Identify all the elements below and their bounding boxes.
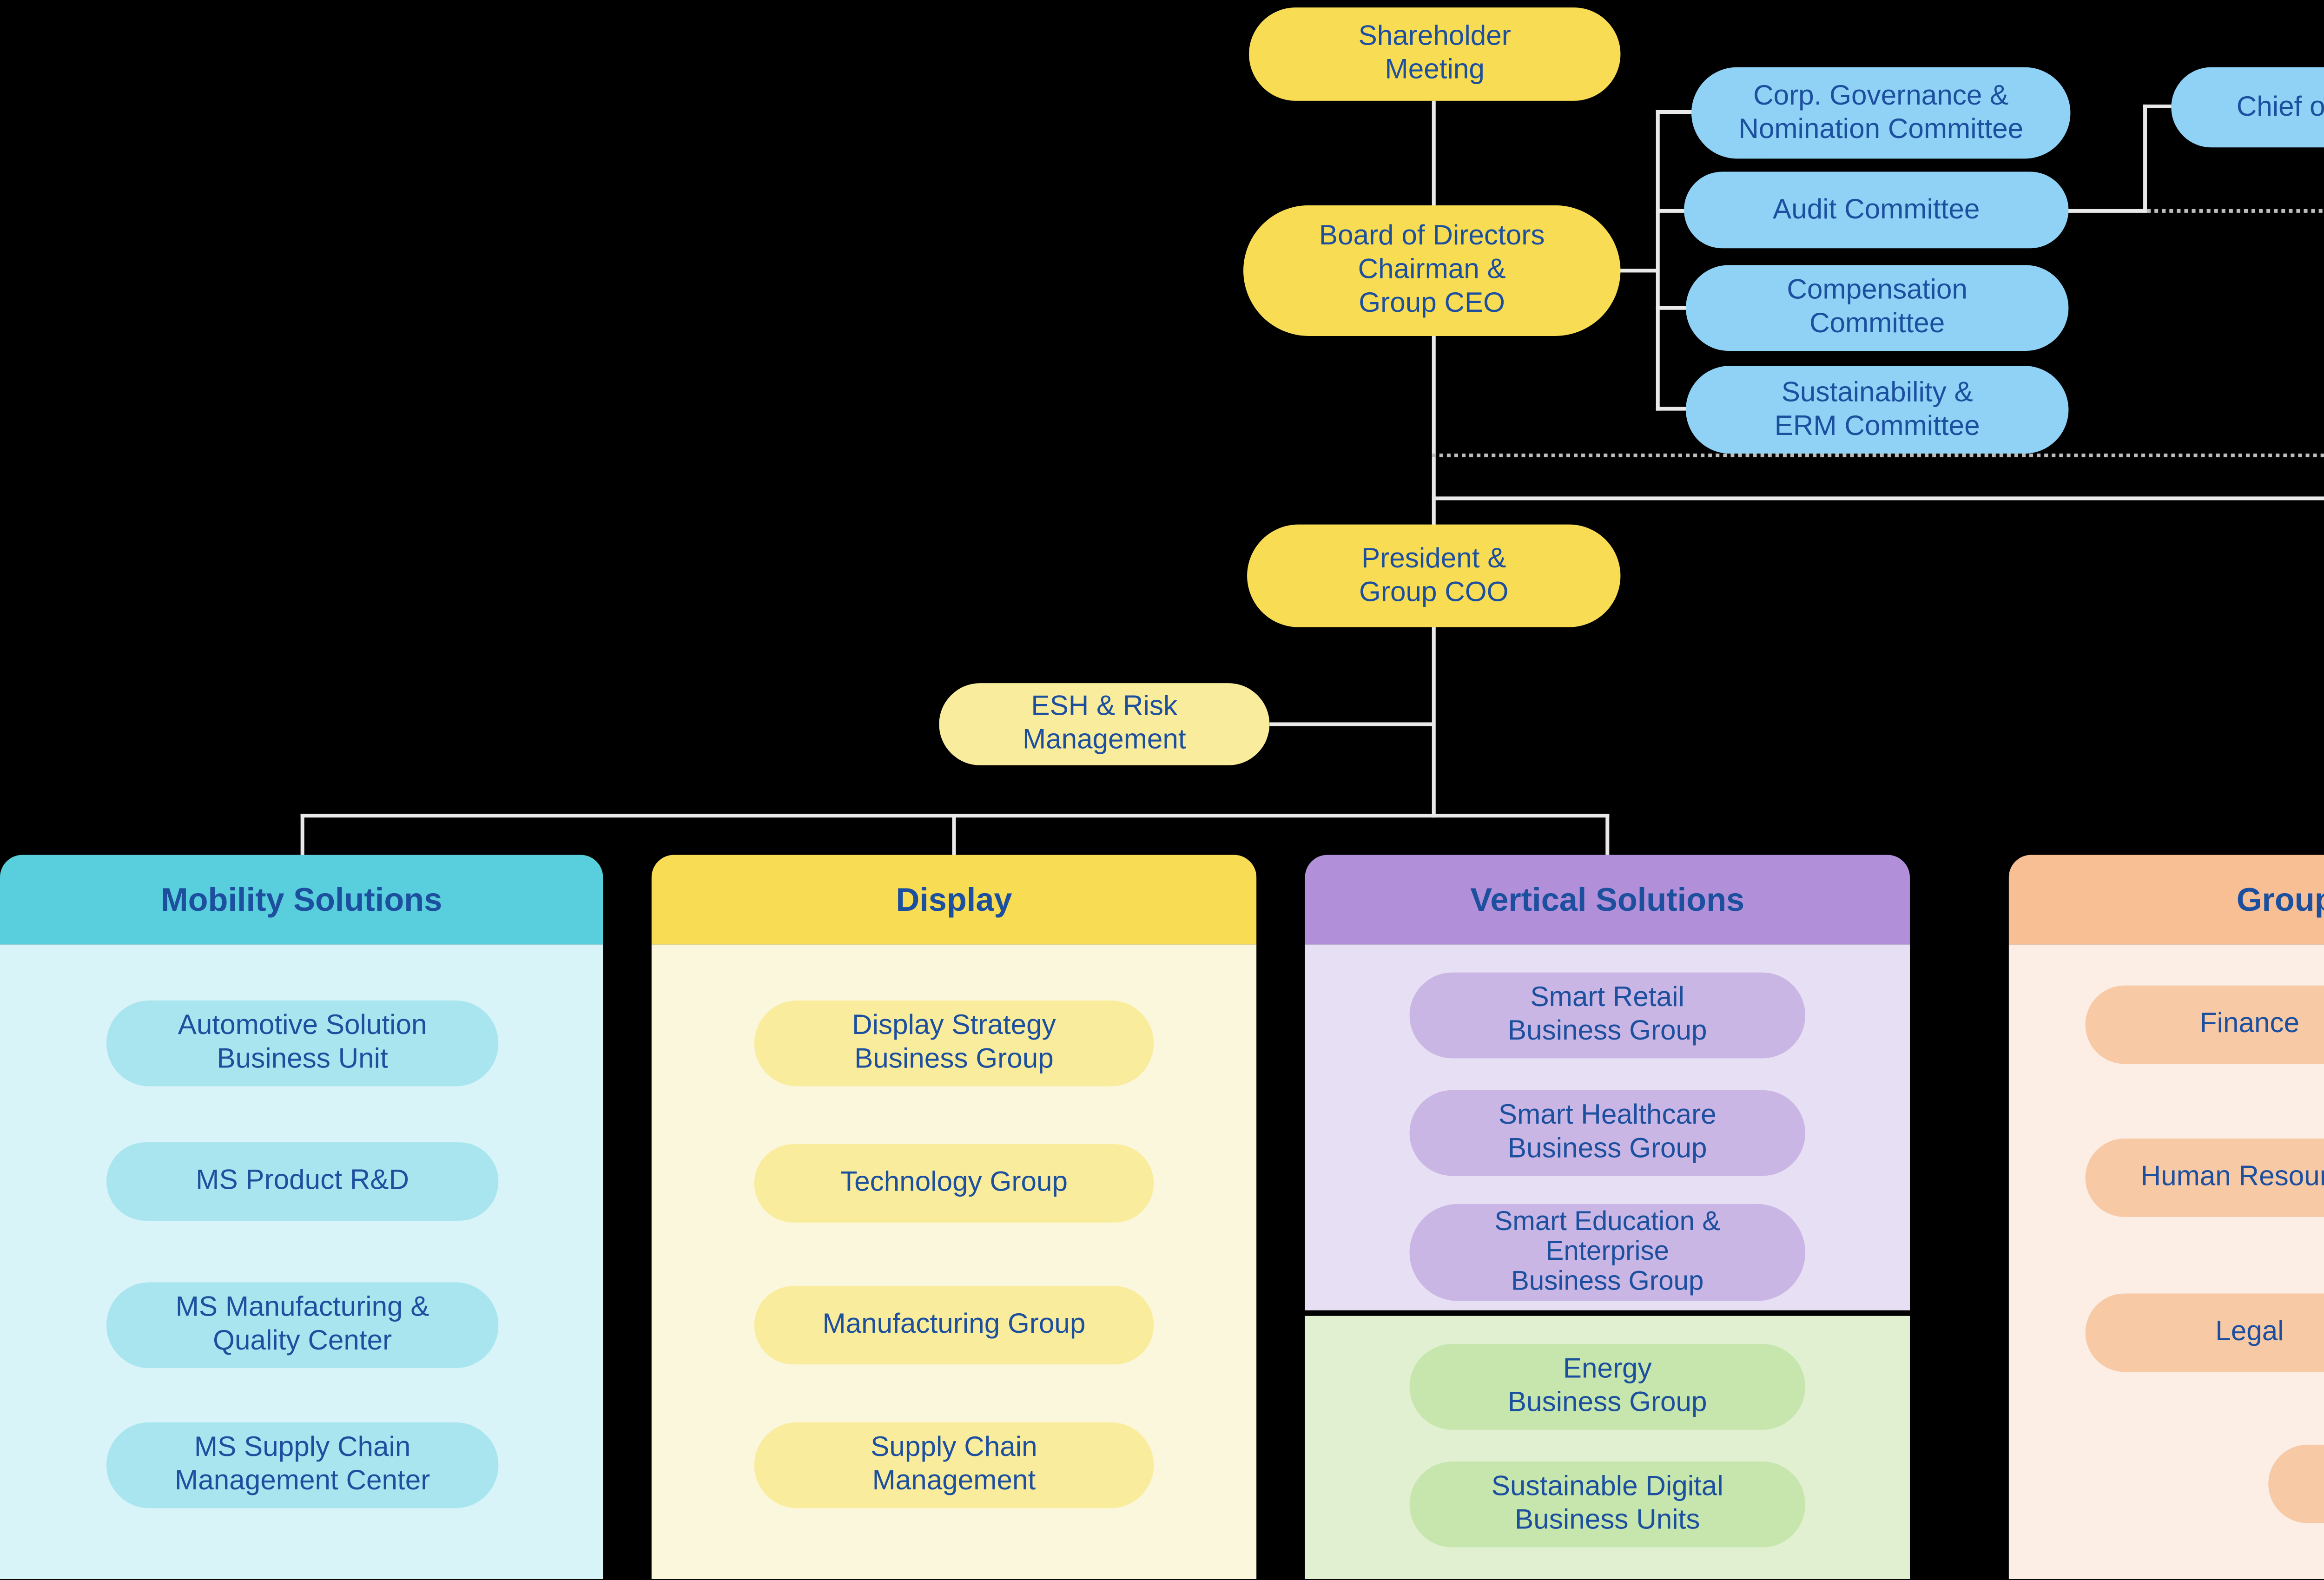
vertical-header: Vertical Solutions [1305,855,1910,945]
infrastructure-item-human-resource: Human Resource [2085,1139,2324,1217]
connector-stub-corpgov [1656,110,1694,114]
display-item: Technology Group [754,1144,1154,1223]
node-president-coo: President & Group COO [1247,524,1621,627]
connector-stub-vertical [1605,814,1610,857]
connector-stub-audit [1656,209,1686,213]
node-esh-risk-management: ESH & Risk Management [939,683,1270,765]
connector-audit-compliance-h [2067,209,2146,213]
vertical-item: Smart Education & Enterprise Business Gr… [1409,1204,1806,1301]
connector-shareholder-board [1432,100,1436,207]
vertical-item: Smart Healthcare Business Group [1409,1090,1806,1176]
committee-compensation: Compensation Committee [1685,265,2069,351]
connector-branch-infrastructure-h [1432,496,2324,500]
node-chief-of-compliance: Chief of Compliance [2171,67,2324,148]
connector-esh [1269,722,1434,726]
node-shareholder-meeting: Shareholder Meeting [1249,7,1621,101]
infrastructure-item-legal: Legal [2085,1293,2324,1372]
connector-stub-mobility [300,814,304,857]
node-board-of-directors: Board of Directors Chairman & Group CEO [1243,205,1621,336]
dotted-audit-to-edge [2147,209,2324,213]
connector-board-president [1432,336,1436,527]
display-item: Manufacturing Group [754,1286,1154,1365]
vertical-item: Smart Retail Business Group [1409,972,1806,1059]
connector-compliance-stub [2143,104,2173,108]
mobility-item: MS Supply Chain Management Center [106,1422,499,1508]
display-item: Display Strategy Business Group [754,1000,1154,1086]
connector-committee-bracket [1656,110,1660,411]
mobility-item: Automotive Solution Business Unit [106,1000,499,1086]
infrastructure-header: Group Infrastructure Unit [2008,855,2324,945]
infrastructure-item-finance: Finance [2085,985,2324,1064]
display-header: Display [651,855,1257,945]
mobility-item: MS Manufacturing & Quality Center [106,1282,499,1369]
mobility-item: MS Product R&D [106,1142,499,1221]
connector-stub-sustainability [1656,407,1688,411]
dotted-compliance-to-center [1432,454,2324,458]
committee-corp-governance: Corp. Governance & Nomination Committee [1691,67,2071,159]
committee-sustainability-erm: Sustainability & ERM Committee [1685,366,2069,454]
mobility-header: Mobility Solutions [0,855,603,945]
connector-audit-compliance-v [2143,104,2147,213]
vertical-green-item: Sustainable Digital Business Units [1409,1461,1806,1547]
vertical-green-item: Energy Business Group [1409,1343,1806,1430]
committee-audit: Audit Committee [1684,171,2069,249]
connector-board-committees [1617,269,1658,273]
connector-stub-display [952,814,956,857]
connector-stub-compensation [1656,306,1688,310]
display-item: Supply Chain Management [754,1422,1154,1508]
